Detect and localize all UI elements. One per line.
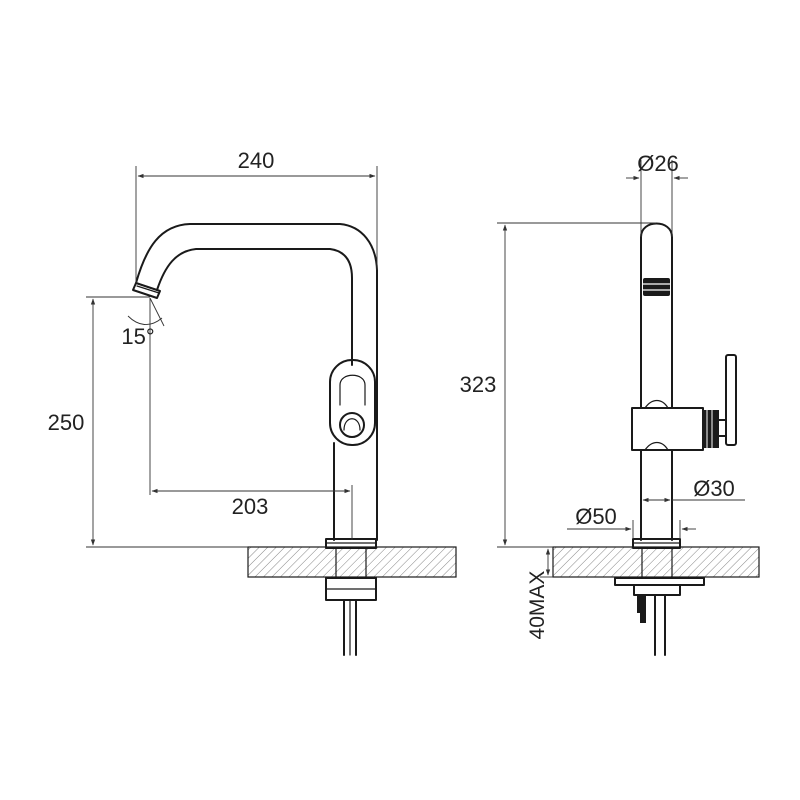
side-lever bbox=[725, 354, 737, 446]
side-body-top-curve bbox=[644, 399, 669, 409]
front-aerator bbox=[132, 282, 161, 299]
side-mount-screw bbox=[637, 595, 646, 613]
side-mount-nut bbox=[633, 584, 681, 596]
dim-d50-label: Ø50 bbox=[575, 504, 617, 529]
side-body-bottom-curve bbox=[644, 441, 669, 451]
front-spout-outer bbox=[135, 223, 378, 541]
front-lever-knob bbox=[339, 412, 365, 438]
side-countertop bbox=[552, 546, 760, 578]
dim-d30-label: Ø30 bbox=[693, 476, 735, 501]
dim-323-label: 323 bbox=[460, 372, 497, 397]
front-aerator-ring bbox=[136, 285, 160, 294]
dim-203-label: 203 bbox=[232, 494, 269, 519]
dim-angle-arc bbox=[127, 315, 163, 325]
dim-d26-label: Ø26 bbox=[637, 151, 679, 176]
side-spout-tube bbox=[640, 222, 673, 409]
side-body-block bbox=[631, 407, 704, 451]
front-view: 240 250 203 15° bbox=[48, 148, 457, 656]
front-lever-handle bbox=[329, 359, 376, 446]
front-lever-knob-inner bbox=[343, 418, 361, 431]
dim-240-label: 240 bbox=[238, 148, 275, 173]
front-countertop bbox=[247, 546, 457, 578]
front-spout-inner bbox=[156, 248, 353, 366]
dim-angle-ray bbox=[149, 297, 165, 327]
front-lever-slot bbox=[339, 374, 366, 406]
side-view: Ø26 323 Ø30 Ø50 40MAX bbox=[460, 151, 760, 656]
dim-angle-label: 15° bbox=[121, 324, 154, 349]
side-aerator-band bbox=[643, 278, 670, 296]
side-mount-screw-tip bbox=[640, 613, 646, 623]
dim-250-label: 250 bbox=[48, 410, 85, 435]
side-cartridge bbox=[703, 410, 719, 448]
dim-40max-label: 40MAX bbox=[526, 571, 549, 640]
side-mount-plate bbox=[614, 577, 705, 586]
